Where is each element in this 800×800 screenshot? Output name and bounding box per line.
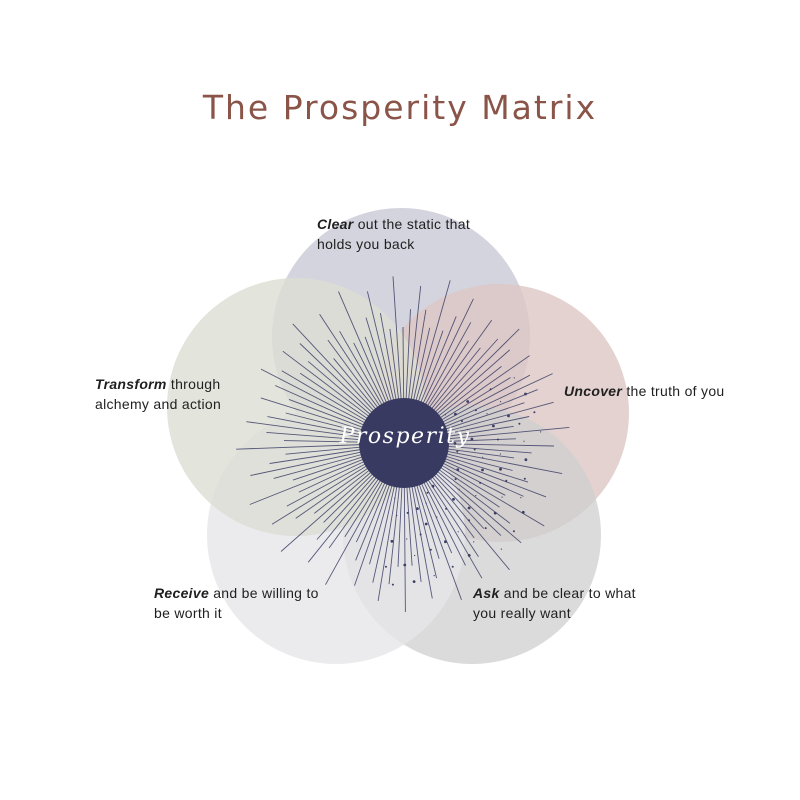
starburst-dot (458, 531, 459, 532)
petal-label-uncover: Uncover the truth of you (564, 382, 784, 402)
starburst-dot (500, 401, 501, 402)
starburst-dot (485, 527, 487, 529)
starburst-dot (514, 377, 515, 378)
starburst-dot (513, 530, 515, 532)
starburst-dot (468, 519, 470, 521)
starburst-dot (452, 498, 455, 501)
starburst-dot (505, 480, 507, 482)
starburst-dot (507, 415, 510, 418)
starburst-dot (445, 508, 447, 510)
petal-label-clear: Clear out the static that holds you back (317, 215, 492, 254)
starburst-dot (430, 549, 432, 551)
starburst-dot (524, 478, 526, 480)
starburst-dot (468, 507, 471, 510)
starburst-dot (458, 460, 459, 461)
starburst-dot (525, 458, 528, 461)
starburst-dot (407, 512, 409, 514)
starburst-dot (502, 497, 503, 498)
starburst-dot (499, 468, 502, 471)
starburst-dot (414, 555, 415, 556)
starburst-dot (475, 495, 476, 496)
starburst-dot (394, 498, 395, 499)
petal-keyword-uncover: Uncover (564, 383, 622, 399)
starburst-dot (420, 534, 422, 536)
starburst-dot (392, 584, 394, 586)
starburst-dot (434, 575, 435, 576)
starburst-dot (473, 541, 474, 542)
starburst-dot (444, 540, 447, 543)
petal-keyword-receive: Receive (154, 585, 209, 601)
starburst-dot (533, 411, 535, 413)
starburst-dot (494, 512, 497, 515)
starburst-dot (456, 451, 458, 453)
starburst-dot (501, 549, 502, 550)
starburst-dot (391, 540, 394, 543)
starburst-dot (445, 414, 446, 415)
starburst-dot (432, 485, 435, 488)
starburst-dot (524, 393, 527, 396)
center-label: Prosperity (300, 424, 510, 449)
starburst-dot (459, 489, 460, 490)
petal-label-transform: Transform through alchemy and action (95, 375, 245, 414)
starburst-dot (416, 507, 419, 510)
petal-label-ask: Ask and be clear to what you really want (473, 584, 653, 623)
petal-text-uncover: the truth of you (622, 383, 724, 399)
starburst-dot (522, 511, 525, 514)
starburst-dot (403, 564, 406, 567)
petal-keyword-clear: Clear (317, 216, 354, 232)
starburst-dot (454, 413, 457, 416)
starburst-dot (520, 497, 521, 498)
starburst-dot (436, 516, 437, 517)
starburst-dot (466, 400, 469, 403)
starburst-dot (396, 515, 397, 516)
starburst-dot (427, 492, 429, 494)
starburst-dot (452, 566, 454, 568)
starburst-dot (385, 566, 387, 568)
starburst-dot (518, 423, 520, 425)
starburst-dot (456, 468, 459, 471)
starburst-dot (490, 388, 492, 390)
starburst-dot (481, 469, 484, 472)
starburst-dot (482, 457, 483, 458)
starburst-dot (540, 431, 541, 432)
starburst-dot (406, 538, 407, 539)
starburst-dot (475, 409, 477, 411)
petal-label-receive: Receive and be willing to be worth it (154, 584, 334, 623)
starburst-dot (523, 441, 524, 442)
starburst-dot (500, 453, 501, 454)
petal-keyword-transform: Transform (95, 376, 167, 392)
starburst-dot (486, 413, 487, 414)
starburst-dot (461, 420, 463, 422)
petal-keyword-ask: Ask (473, 585, 500, 601)
starburst-dot (426, 503, 427, 504)
starburst-dot (413, 580, 416, 583)
starburst-dot (468, 554, 471, 557)
starburst-dot (455, 478, 457, 480)
starburst-dot (425, 523, 428, 526)
starburst-dot (479, 482, 481, 484)
